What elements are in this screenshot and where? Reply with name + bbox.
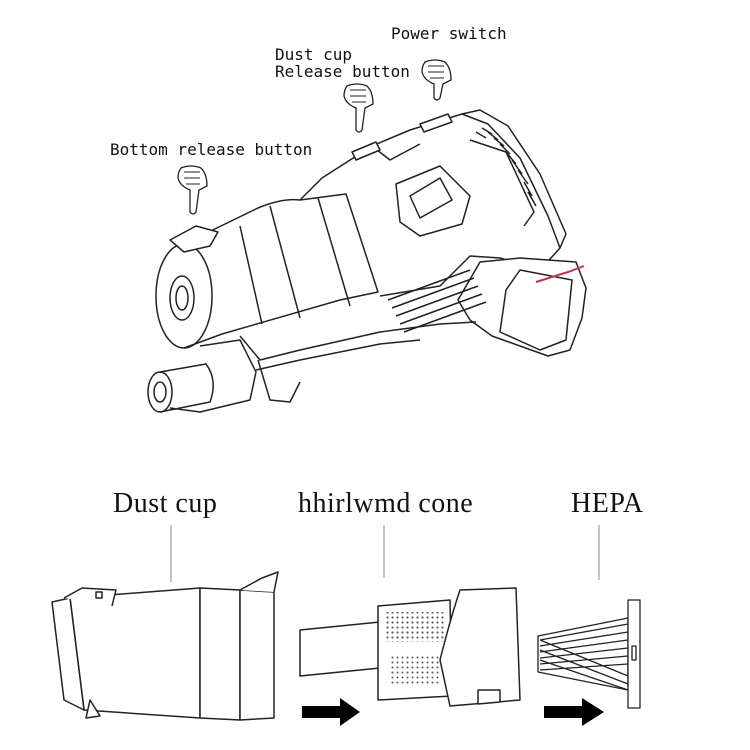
pointing-hand-icon: [421, 59, 452, 101]
dust-cup-release-label-line1: Dust cup: [275, 45, 353, 64]
cone-mesh-lower: [390, 656, 440, 686]
hepa-filter-part: [537, 599, 641, 709]
accent-stripe: [535, 265, 585, 283]
part-dust-cup-label: Dust cup: [113, 488, 218, 519]
pointing-hand-icon: [343, 83, 374, 133]
power-switch-label: Power switch: [391, 24, 507, 43]
part-hepa-label: HEPA: [571, 488, 644, 519]
part-cone-label: hhirlwmd cone: [298, 488, 474, 519]
cone-part: [299, 587, 521, 707]
arrow-right-icon: [544, 698, 604, 726]
bottom-release-label: Bottom release button: [110, 140, 313, 159]
cone-mesh-upper: [386, 612, 444, 642]
pointing-hand-icon: [177, 165, 208, 215]
arrow-right-icon: [302, 698, 360, 726]
vacuum-illustration: [147, 109, 587, 413]
dust-cup-part: [51, 571, 279, 721]
dust-cup-release-label-line2: Release button: [275, 62, 410, 81]
